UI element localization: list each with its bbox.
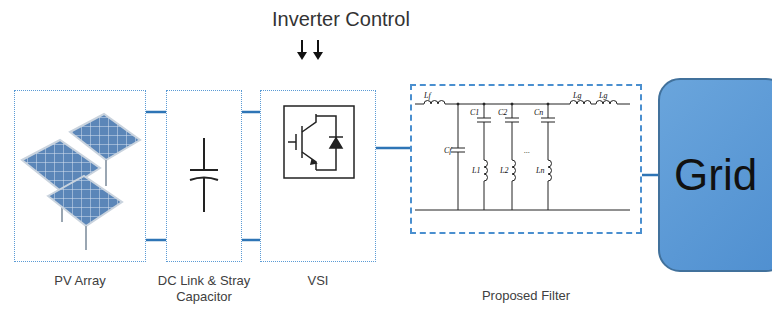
solar-panels — [22, 114, 140, 250]
component-designator: ... — [524, 146, 530, 155]
component-designator: Cf — [444, 146, 452, 155]
wire-connector — [642, 175, 658, 176]
component-box: VSI — [260, 90, 376, 262]
component-designator: Lf — [424, 91, 431, 100]
inductor-symbol — [570, 101, 591, 105]
component-designator: C2 — [498, 108, 507, 117]
component-designator: L1 — [472, 166, 480, 175]
component-box: PV Array — [14, 90, 146, 262]
wire-connector — [242, 112, 260, 113]
component-label: DC Link & Stray Capacitor — [154, 273, 254, 305]
filter-circuit — [415, 101, 630, 211]
igbt-symbol — [284, 106, 354, 178]
inductor-symbol — [596, 101, 617, 105]
wire-connector — [242, 240, 260, 241]
component-label: PV Array — [20, 273, 140, 289]
component-label: VSI — [263, 273, 373, 289]
wire-connector — [146, 240, 166, 241]
wire-connector — [146, 112, 166, 113]
diagram-title: Inverter Control — [272, 8, 410, 31]
wire-connector — [376, 148, 410, 149]
control-arrows — [297, 40, 323, 60]
component-designator: Lg — [573, 91, 581, 100]
component-designator: L2 — [500, 166, 508, 175]
capacitor-symbol — [190, 138, 218, 212]
component-designator: Cn — [534, 108, 543, 117]
grid-label: Grid — [674, 150, 757, 200]
inductor-symbol — [424, 101, 445, 105]
component-designator: C1 — [470, 108, 479, 117]
component-box: DC Link & Stray Capacitor — [166, 90, 242, 262]
component-label: Proposed Filter — [446, 288, 606, 304]
grid-block: Grid — [658, 78, 772, 272]
filter-region: Proposed Filter — [410, 84, 642, 234]
component-designator: Ln — [536, 166, 544, 175]
component-designator: Lg — [599, 91, 607, 100]
